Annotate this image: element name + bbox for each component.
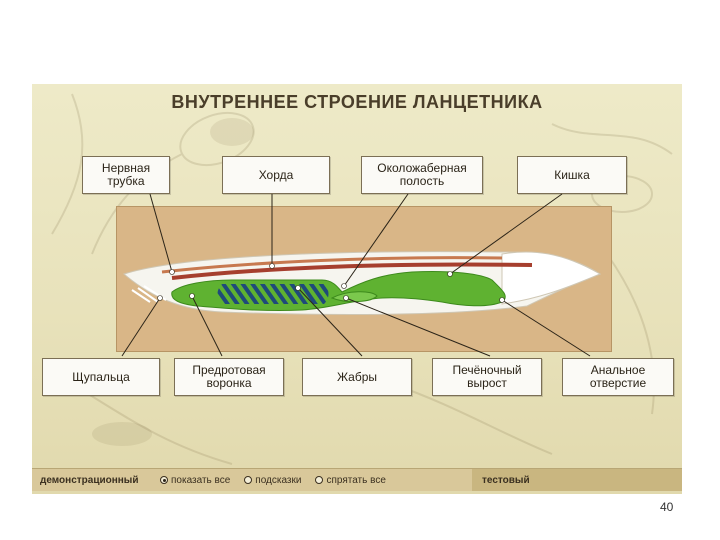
option-show-all-label: показать все [171,474,231,486]
label-intestine[interactable]: Кишка [517,156,627,194]
option-show-all[interactable]: показать все [160,475,230,486]
mode-control-bar: демонстрационный показать все подсказки … [32,468,682,491]
label-nerve-tube[interactable]: Нервная трубка [82,156,170,194]
tail-fin [501,251,602,305]
radio-icon[interactable] [244,476,253,484]
page-number: 40 [660,500,674,514]
gills-structure [217,284,329,304]
radio-selected-icon[interactable] [160,476,168,484]
label-gills[interactable]: Жабры [302,358,412,396]
nerve-tube-structure [161,256,503,274]
label-tentacles[interactable]: Щупальца [42,358,160,396]
label-peribranchial-cavity[interactable]: Околожаберная полость [361,156,483,194]
option-hide-all[interactable]: спрятать все [315,474,386,486]
mode-label-demo[interactable]: демонстрационный [40,474,139,486]
option-hints[interactable]: подсказки [244,475,301,486]
label-hepatic-outgrowth[interactable]: Печёночный вырост [432,358,542,396]
option-hints-label: подсказки [255,474,302,486]
option-hide-all-label: спрятать все [326,474,386,486]
label-preoral-funnel[interactable]: Предротовая воронка [174,358,284,396]
label-anus[interactable]: Анальное отверстие [562,358,674,396]
radio-icon[interactable] [315,476,324,484]
lancelet-slide: ВНУТРЕННЕЕ СТРОЕНИЕ ЛАНЦЕТНИКА Нервная т… [32,84,682,494]
slide-title: ВНУТРЕННЕЕ СТРОЕНИЕ ЛАНЦЕТНИКА [171,92,543,112]
mode-test-button[interactable]: тестовый [472,469,682,491]
lancelet-anatomy-diagram [121,193,602,357]
notochord-structure [171,262,533,280]
label-chord[interactable]: Хорда [222,156,330,194]
hepatic-outgrowth-structure [330,291,378,303]
